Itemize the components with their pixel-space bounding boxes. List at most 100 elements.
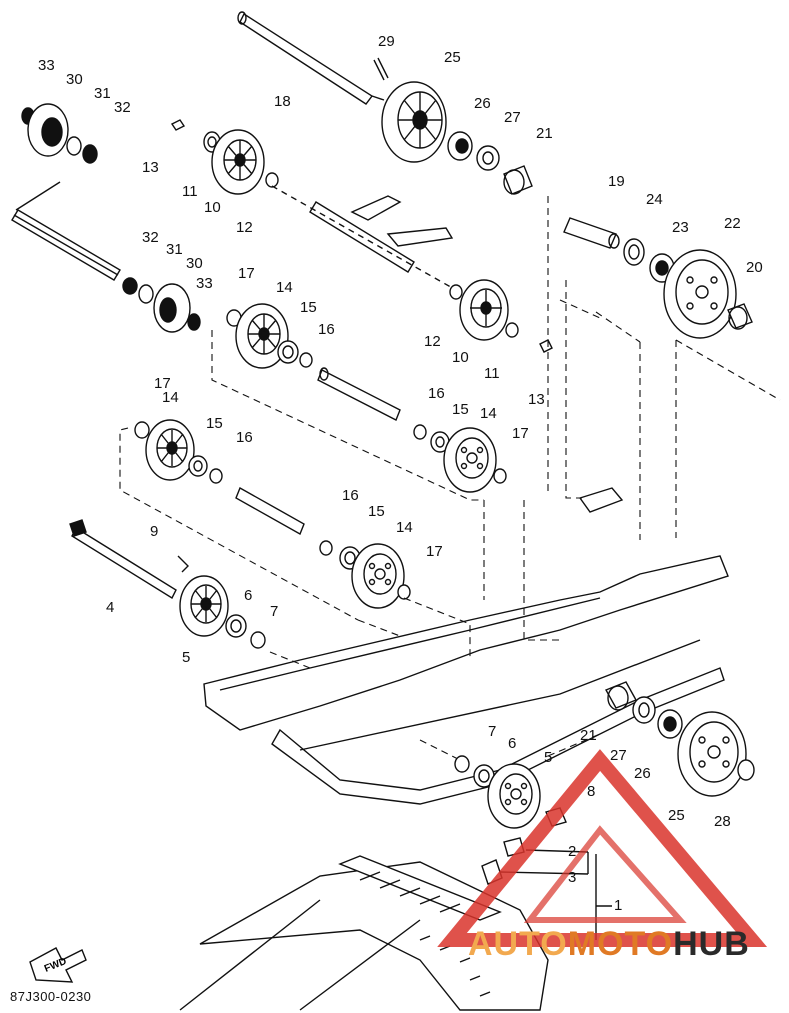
- callout-c5b: 5: [544, 749, 552, 766]
- reference-code: 87J300-0230: [10, 989, 92, 1004]
- bearing-part-32-top: [82, 144, 98, 164]
- callout-c24: 24: [646, 191, 663, 208]
- spacer-part-20: [727, 303, 753, 330]
- callout-c10a: 10: [204, 199, 221, 216]
- callout-c23: 23: [672, 219, 689, 236]
- collar-part-24: [623, 238, 645, 266]
- watermark-logo-icon: [437, 749, 768, 947]
- shaft-middle: [317, 367, 401, 421]
- callout-c27b: 27: [610, 747, 627, 764]
- callout-c20: 20: [746, 259, 763, 276]
- callout-c6a: 6: [244, 587, 252, 604]
- callout-c14a: 14: [276, 279, 293, 296]
- watermark-text: AUTOMOTOHUB: [468, 925, 750, 964]
- idler-wheel-part-14-right: [443, 427, 497, 493]
- callout-c31a: 31: [94, 85, 111, 102]
- callout-c16b: 16: [236, 429, 253, 446]
- callout-c21b: 21: [580, 727, 597, 744]
- callout-c30a: 30: [66, 71, 83, 88]
- circlip-part-12-middle: [449, 284, 463, 300]
- callout-c13b: 13: [528, 391, 545, 408]
- watermark-part-auto: AUTO: [468, 925, 568, 963]
- callout-c5a: 5: [182, 649, 190, 666]
- washer-part-7-left: [250, 631, 266, 649]
- spacer-part-21-bottom: [605, 681, 637, 711]
- idler-wheel-part-10-top: [211, 129, 265, 195]
- callout-c2: 2: [568, 843, 576, 860]
- callout-c26a: 26: [474, 95, 491, 112]
- circlip-part-17-lower: [397, 584, 411, 600]
- idler-wheel-part-22: [663, 249, 737, 339]
- callout-c31b: 31: [166, 241, 183, 258]
- idler-wheel-part-14-row3: [145, 419, 195, 481]
- spacer-part-19: [563, 217, 620, 249]
- spacer-part-21-top: [503, 165, 533, 195]
- pin-part-9: [177, 555, 189, 573]
- cotter-pin-part-29: [373, 57, 389, 81]
- end-cap-assembly-middle: [122, 277, 201, 333]
- track-belt: [179, 855, 549, 1011]
- callout-c22: 22: [724, 215, 741, 232]
- watermark-part-hub: HUB: [673, 925, 750, 963]
- rear-axle-part-18: [237, 11, 385, 105]
- callout-c16d: 16: [342, 487, 359, 504]
- callout-c15b: 15: [206, 415, 223, 432]
- callout-c7a: 7: [270, 603, 278, 620]
- callout-c32a: 32: [114, 99, 131, 116]
- callout-c15a: 15: [300, 299, 317, 316]
- circlip-part-16-row2: [299, 352, 313, 368]
- callout-c14c: 14: [480, 405, 497, 422]
- callout-c15c: 15: [452, 401, 469, 418]
- collar-part-27-bottom: [632, 696, 656, 724]
- callout-c17c: 17: [512, 425, 529, 442]
- circlip-part-17-right: [493, 468, 507, 484]
- callout-c17b: 17: [154, 375, 171, 392]
- circlip-part-16-lower: [319, 540, 333, 556]
- callout-c26b: 26: [634, 765, 651, 782]
- callout-c15d: 15: [368, 503, 385, 520]
- callout-c9: 9: [150, 523, 158, 540]
- callout-c14d: 14: [396, 519, 413, 536]
- callout-c33a: 33: [38, 57, 55, 74]
- center-shaft-bracket: [271, 185, 457, 291]
- callout-c17a: 17: [238, 265, 255, 282]
- watermark-part-moto: MOTO: [567, 925, 674, 963]
- circlip-part-16-row3: [209, 468, 223, 484]
- idler-wheel-part-14-row2: [235, 303, 289, 369]
- callout-c33b: 33: [196, 275, 213, 292]
- wheel-part-5-right: [487, 763, 541, 829]
- callout-c10b: 10: [452, 349, 469, 366]
- callout-c11a: 11: [182, 183, 198, 200]
- callout-c12b: 12: [424, 333, 441, 350]
- pin-part-13-middle: [539, 339, 553, 353]
- callout-c6b: 6: [508, 735, 516, 752]
- end-cap-assembly-top: [21, 103, 98, 164]
- circlip-part-16-right: [413, 424, 427, 440]
- callout-c16c: 16: [428, 385, 445, 402]
- callout-c28: 28: [714, 813, 731, 830]
- leader-lines: [119, 196, 781, 761]
- callout-c16a: 16: [318, 321, 335, 338]
- callout-c27a: 27: [504, 109, 521, 126]
- idler-wheel-part-10-middle: [459, 279, 509, 341]
- callout-c14b: 14: [162, 389, 179, 406]
- nut-part-33-middle: [187, 313, 201, 331]
- fwd-arrow-icon: [29, 947, 87, 983]
- callout-c21a: 21: [536, 125, 553, 142]
- shaft-lower: [235, 486, 305, 536]
- axle-left: [11, 181, 121, 281]
- callout-c32b: 32: [142, 229, 159, 246]
- callout-c30b: 30: [186, 255, 203, 272]
- bearing-part-6-left: [225, 614, 247, 638]
- callout-c3: 3: [568, 869, 576, 886]
- bearing-part-15-row2: [277, 340, 299, 364]
- washer-part-31-top: [66, 136, 82, 156]
- idler-wheel-part-25-top: [381, 81, 447, 163]
- callout-c12a: 12: [236, 219, 253, 236]
- callout-c7b: 7: [488, 723, 496, 740]
- callout-c11b: 11: [484, 365, 500, 382]
- bearing-part-11-middle: [505, 322, 519, 338]
- idler-wheel-part-25-bottom: [677, 711, 747, 797]
- callout-c19: 19: [608, 173, 625, 190]
